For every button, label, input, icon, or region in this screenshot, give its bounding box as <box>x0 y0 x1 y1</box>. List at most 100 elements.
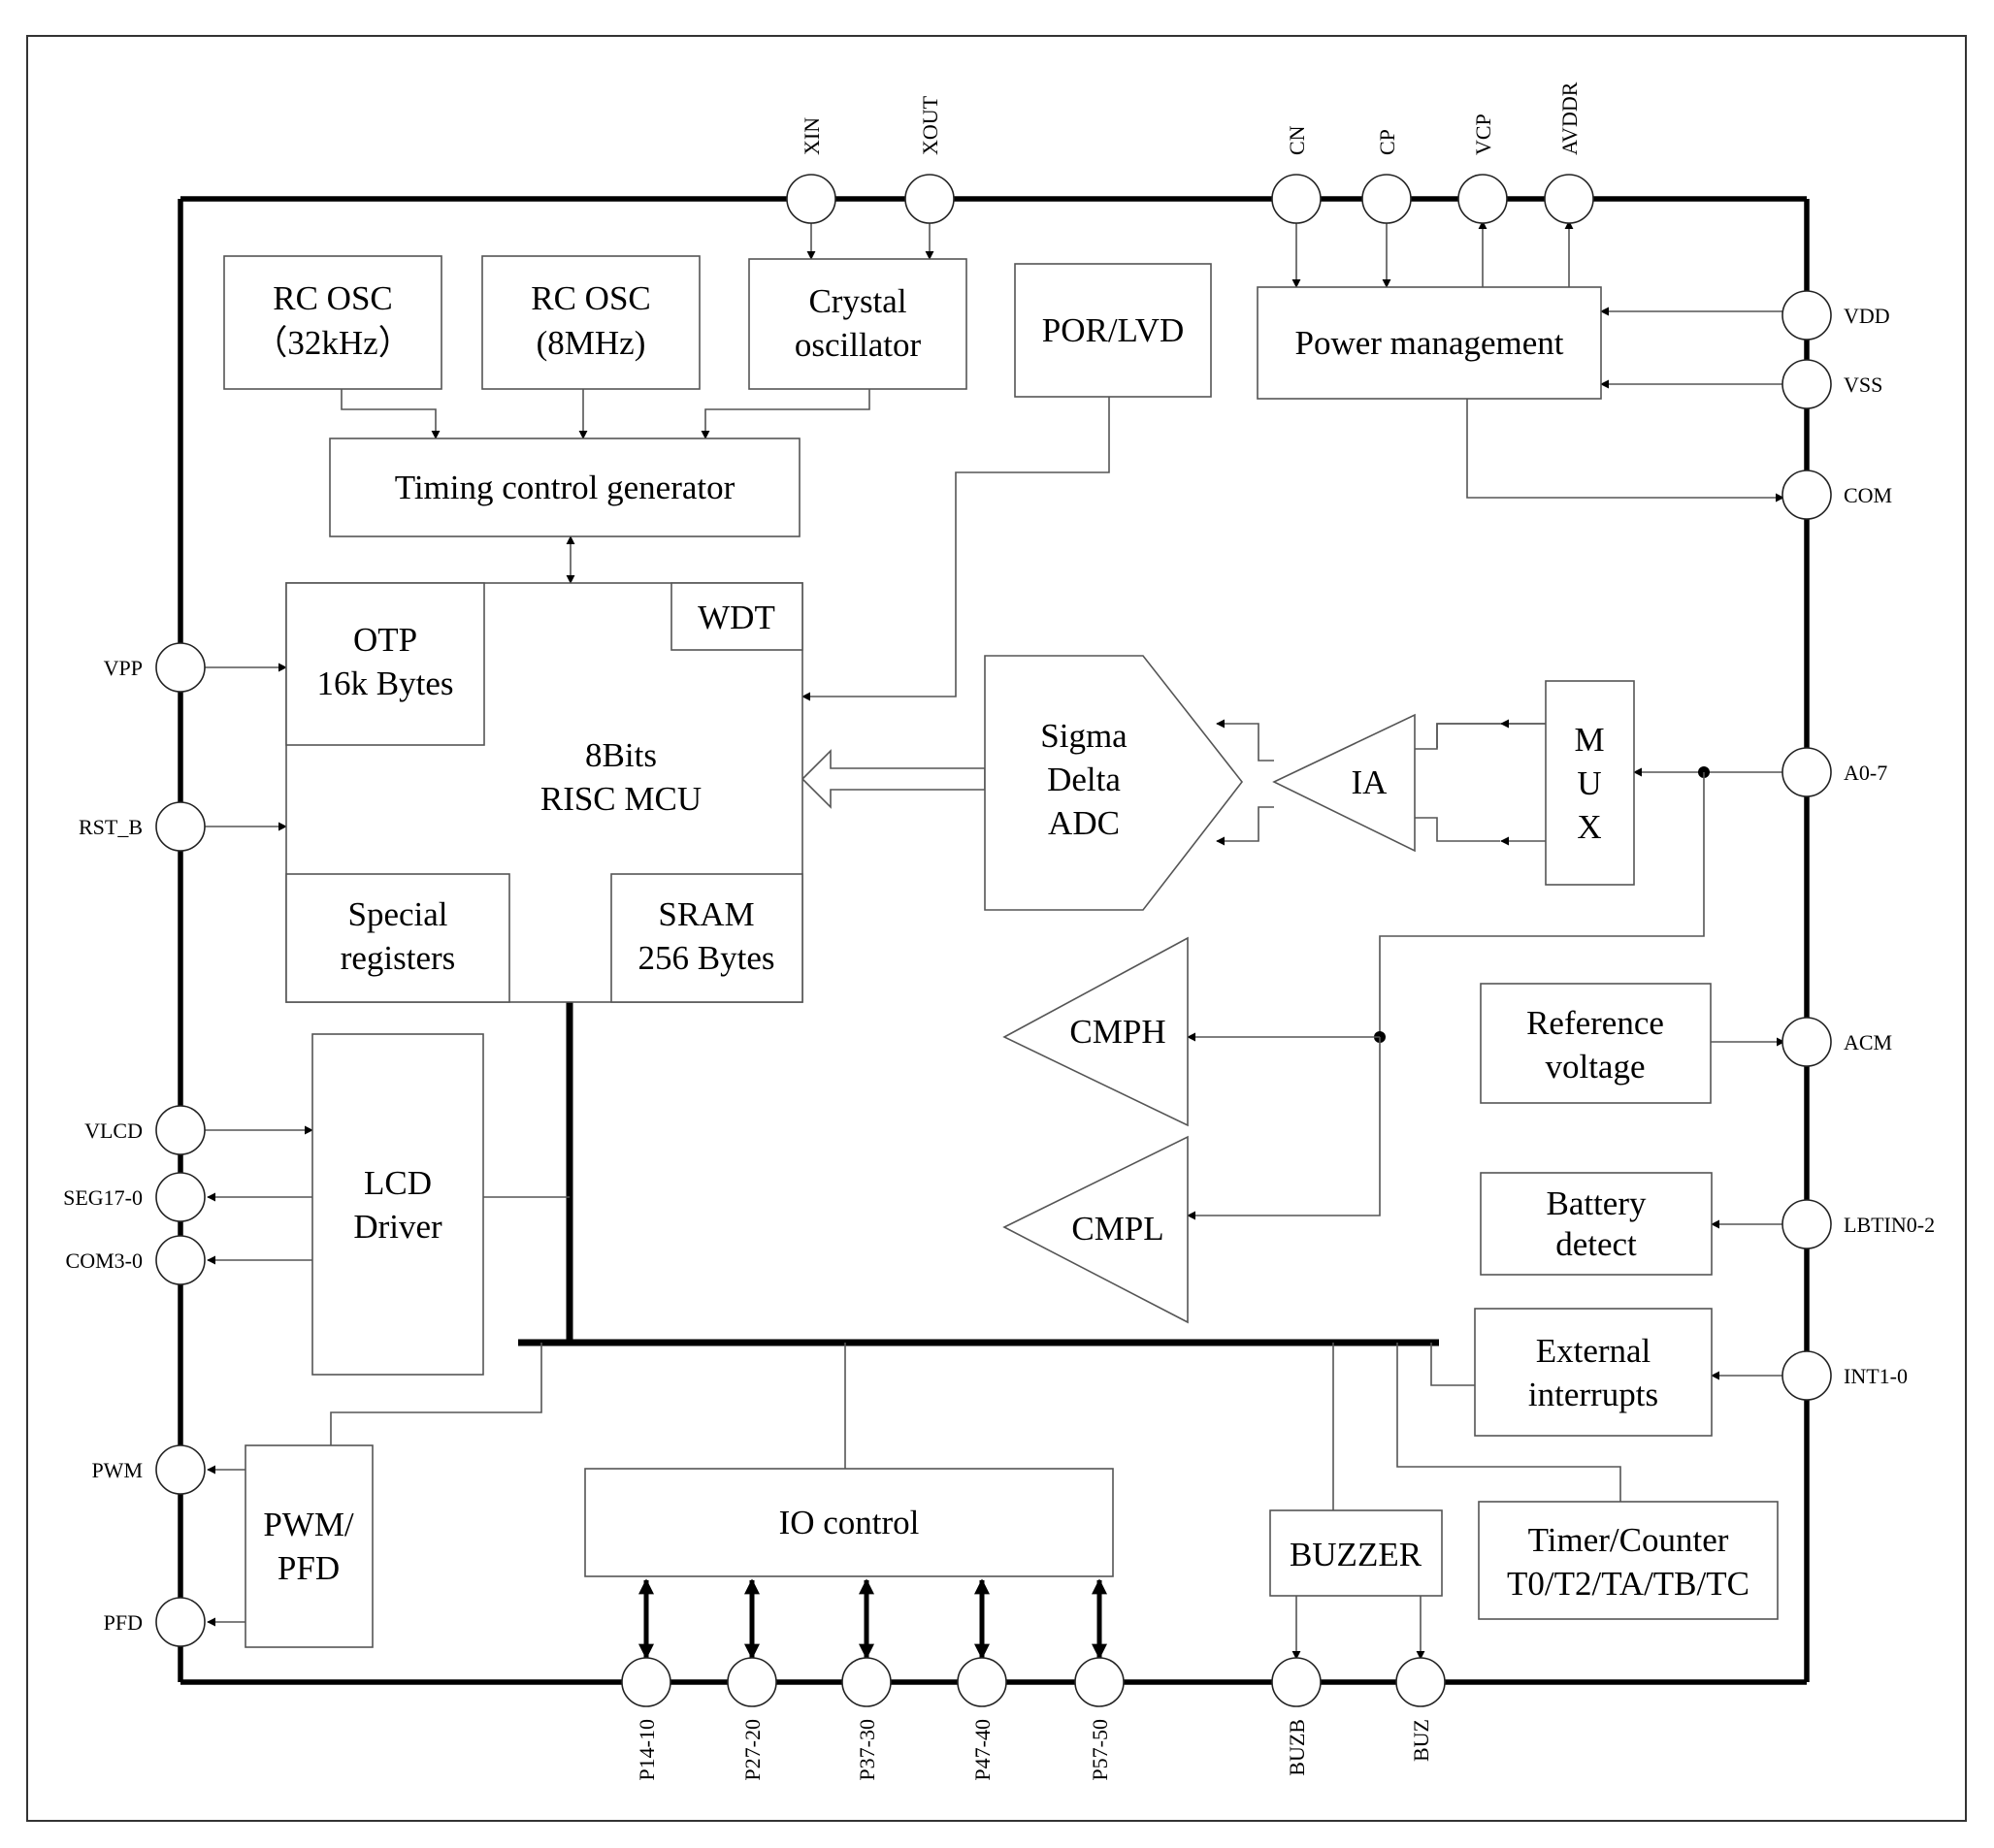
pin-label-avddr: AVDDR <box>1557 81 1582 155</box>
battery-detect-block: Battery detect <box>1480 1172 1713 1276</box>
sigma-delta-adc-block: Sigma Delta ADC <box>984 655 1244 911</box>
pin-p27-20 <box>727 1657 777 1707</box>
por-lvd-label: POR/LVD <box>1042 311 1185 349</box>
adc-label-line2: Delta <box>1047 761 1121 798</box>
timer-counter-block: Timer/Counter T0/T2/TA/TB/TC <box>1478 1501 1779 1620</box>
pwm-pfd-block: PWM/ PFD <box>245 1444 374 1648</box>
pin-label-xout: XOUT <box>918 95 942 155</box>
pin-label-vlcd: VLCD <box>84 1119 143 1143</box>
pin-label-vcp: VCP <box>1471 113 1495 155</box>
pin-int <box>1782 1350 1832 1401</box>
pin-com-lcd <box>155 1235 206 1285</box>
pin-p37-30 <box>841 1657 892 1707</box>
pin-avddr <box>1544 174 1594 224</box>
pin-label-cp: CP <box>1375 129 1399 155</box>
io-control-label: IO control <box>779 1504 920 1541</box>
pin-label-com-lcd: COM3-0 <box>66 1248 143 1273</box>
connections <box>203 220 1785 1660</box>
pin-buzb <box>1271 1657 1322 1707</box>
pin-label-vss: VSS <box>1844 373 1882 397</box>
otp-size: 16k Bytes <box>317 665 454 702</box>
mux-label-m: M <box>1574 721 1604 759</box>
pin-label-vdd: VDD <box>1844 304 1890 328</box>
pin-label-p14-10: P14-10 <box>635 1719 659 1781</box>
pin-label-vpp: VPP <box>104 656 143 680</box>
power-management-block: Power management <box>1257 286 1602 400</box>
timer-counter-line2: T0/T2/TA/TB/TC <box>1507 1565 1749 1603</box>
special-registers-line1: Special <box>347 895 447 933</box>
pins-top: XIN XOUT CN CP VCP AVDDR <box>786 81 1594 224</box>
pin-vdd <box>1782 290 1832 340</box>
rc-osc-32k-block: RC OSC （32kHz） <box>223 255 442 390</box>
pin-label-com: COM <box>1844 483 1892 507</box>
ia-label: IA <box>1352 763 1389 801</box>
pin-label-p57-50: P57-50 <box>1088 1719 1112 1781</box>
crystal-oscillator-block: Crystal oscillator <box>748 258 967 390</box>
pin-p47-40 <box>957 1657 1007 1707</box>
pin-com <box>1782 470 1832 520</box>
pin-p57-50 <box>1074 1657 1125 1707</box>
pin-cp <box>1361 174 1412 224</box>
pin-label-seg: SEG17-0 <box>63 1185 143 1210</box>
rc-osc-32k-label: RC OSC <box>273 279 393 317</box>
pin-acm <box>1782 1017 1832 1067</box>
cmpl-label: CMPL <box>1071 1210 1163 1248</box>
pin-vpp <box>155 642 206 693</box>
reference-voltage-block: Reference voltage <box>1480 983 1712 1104</box>
pin-label-cn: CN <box>1285 125 1309 155</box>
pin-label-p47-40: P47-40 <box>970 1719 995 1781</box>
cmpl-comparator: CMPL <box>1002 1135 1189 1324</box>
rc-osc-8m-label: RC OSC <box>531 279 651 317</box>
pin-pwm <box>155 1444 206 1495</box>
pin-label-pwm: PWM <box>91 1458 143 1482</box>
battery-detect-line1: Battery <box>1546 1184 1647 1222</box>
sram-size: 256 Bytes <box>638 939 775 977</box>
pin-label-p37-30: P37-30 <box>855 1719 879 1781</box>
pin-label-a0-7: A0-7 <box>1844 761 1887 785</box>
pin-label-buz: BUZ <box>1409 1719 1433 1762</box>
crystal-label-line1: Crystal <box>808 282 906 320</box>
buzzer-block: BUZZER <box>1269 1509 1443 1597</box>
pin-xin <box>786 174 836 224</box>
wdt-label: WDT <box>698 599 775 636</box>
special-registers-line2: registers <box>341 939 456 977</box>
pin-label-pfd: PFD <box>104 1610 143 1635</box>
pin-label-acm: ACM <box>1844 1030 1892 1054</box>
external-interrupts-line1: External <box>1536 1332 1651 1370</box>
pin-label-buzb: BUZB <box>1285 1719 1309 1776</box>
pin-vcp <box>1457 174 1508 224</box>
pin-cn <box>1271 174 1322 224</box>
timing-control-block: Timing control generator <box>329 438 801 537</box>
reference-voltage-line2: voltage <box>1545 1048 1645 1086</box>
mux-label-u: U <box>1577 764 1601 802</box>
pin-label-p27-20: P27-20 <box>740 1719 765 1781</box>
adc-label-line3: ADC <box>1048 804 1120 842</box>
reference-voltage-line1: Reference <box>1526 1004 1664 1042</box>
mux-block: M U X <box>1545 680 1635 886</box>
pin-lbtin <box>1782 1199 1832 1249</box>
mcu-block: WDT OTP 16k Bytes 8Bits RISC MCU Special… <box>285 582 803 1003</box>
cmph-label: CMPH <box>1069 1013 1165 1051</box>
pin-vss <box>1782 359 1832 409</box>
outer-frame <box>26 35 1967 1822</box>
pin-buz <box>1395 1657 1446 1707</box>
pin-seg <box>155 1172 206 1222</box>
por-lvd-block: POR/LVD <box>1014 263 1212 398</box>
rc-osc-8m-block: RC OSC (8MHz) <box>481 255 701 390</box>
pin-rst-b <box>155 801 206 852</box>
crystal-label-line2: oscillator <box>795 326 922 364</box>
pin-label-lbtin: LBTIN0-2 <box>1844 1213 1935 1237</box>
buzzer-label: BUZZER <box>1290 1536 1422 1573</box>
chip-boundary <box>178 196 1810 1685</box>
adc-label-line1: Sigma <box>1040 717 1128 755</box>
timer-counter-line1: Timer/Counter <box>1528 1521 1729 1559</box>
pin-xout <box>904 174 955 224</box>
external-interrupts-line2: interrupts <box>1528 1376 1658 1413</box>
battery-detect-line2: detect <box>1555 1225 1637 1263</box>
lcd-driver-block: LCD Driver <box>311 1033 484 1376</box>
pin-label-rst-b: RST_B <box>79 815 143 839</box>
pin-label-xin: XIN <box>800 117 824 155</box>
ia-amplifier: IA <box>1272 713 1416 853</box>
otp-label: OTP <box>353 621 417 659</box>
